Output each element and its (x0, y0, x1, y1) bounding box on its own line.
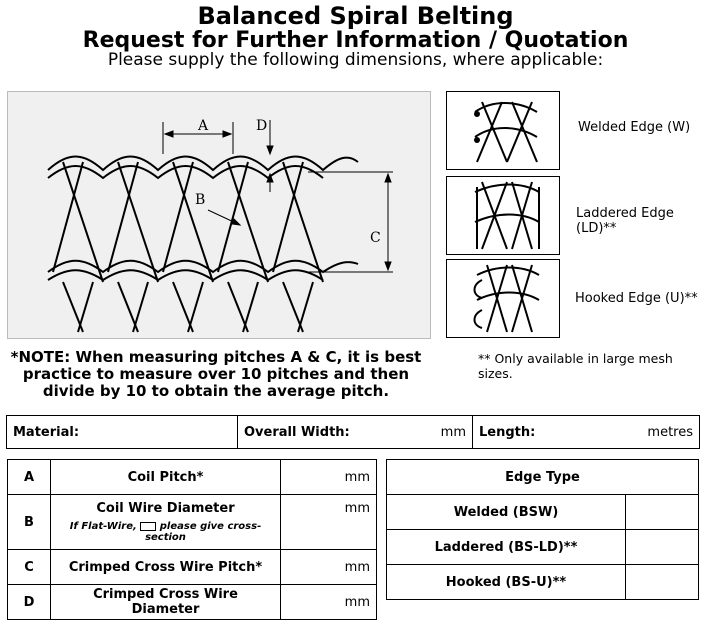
length-label: Length: (479, 424, 536, 440)
edge-label-hooked: Hooked Edge (U)** (575, 291, 698, 306)
dim-label: Coil Pitch* (50, 459, 281, 495)
table-row: Edge Type (386, 459, 699, 495)
overall-width-unit: mm (440, 424, 466, 440)
dim-label-cell: Coil Wire Diameter If Flat-Wire, please … (50, 494, 281, 550)
edge-option-welded: Welded (BSW) (386, 494, 626, 530)
page-title: Balanced Spiral Belting (197, 2, 514, 30)
length-unit: metres (647, 424, 693, 440)
dim-label-a: A (197, 118, 209, 134)
table-row: Welded (BSW) (386, 494, 699, 530)
dim-label: Crimped Cross Wire Diameter (50, 584, 281, 620)
overall-width-field[interactable]: Overall Width: mm (237, 415, 473, 449)
material-field[interactable]: Material: (6, 415, 238, 449)
measurement-note: *NOTE: When measuring pitches A & C, it … (10, 348, 422, 400)
instructions: Please supply the following dimensions, … (107, 50, 604, 70)
edge-option-laddered: Laddered (BS-LD)** (386, 529, 626, 565)
edge-type-header: Edge Type (386, 459, 699, 495)
table-row: A Coil Pitch* mm (7, 459, 377, 495)
edge-checkbox-hooked[interactable] (625, 564, 699, 600)
belt-diagram-drawing: A D B C (47, 118, 393, 333)
edge-checkbox-laddered[interactable] (625, 529, 699, 565)
overall-width-label: Overall Width: (244, 424, 350, 440)
edge-option-hooked: Hooked (BS-U)** (386, 564, 626, 600)
hooked-edge-drawing (473, 264, 540, 333)
dim-label-b: B (195, 192, 205, 208)
table-row: Hooked (BS-U)** (386, 564, 699, 600)
dim-code: C (7, 549, 51, 585)
length-field[interactable]: Length: metres (472, 415, 700, 449)
page-subtitle: Request for Further Information / Quotat… (82, 28, 629, 53)
rectangle-icon (140, 521, 157, 531)
laddered-edge-drawing (474, 181, 540, 250)
edge-label-welded: Welded Edge (W) (578, 120, 691, 135)
hooked-edge-image (446, 259, 560, 338)
dim-code: B (7, 494, 51, 550)
welded-edge-drawing (474, 101, 538, 163)
table-row: C Crimped Cross Wire Pitch* mm (7, 549, 377, 585)
flat-wire-hint-pre: If Flat-Wire, (69, 521, 137, 532)
edge-checkbox-welded[interactable] (625, 494, 699, 530)
flat-wire-hint: If Flat-Wire, please give cross-section (57, 521, 274, 543)
dim-value-a[interactable]: mm (280, 459, 377, 495)
dim-label: Crimped Cross Wire Pitch* (50, 549, 281, 585)
general-info-table: Material: Overall Width: mm Length: metr… (6, 415, 700, 449)
table-row: D Crimped Cross Wire Diameter mm (7, 584, 377, 620)
dim-value-d[interactable]: mm (280, 584, 377, 620)
table-row: Laddered (BS-LD)** (386, 529, 699, 565)
dim-code: D (7, 584, 51, 620)
dim-code: A (7, 459, 51, 495)
flat-wire-hint-post: please give cross-section (145, 521, 262, 543)
edge-label-laddered: Laddered Edge (LD)** (576, 206, 674, 236)
welded-edge-image (446, 91, 560, 170)
dim-label-d: D (256, 118, 267, 134)
belt-diagram: A D B C (7, 91, 431, 339)
table-row: B Coil Wire Diameter If Flat-Wire, pleas… (7, 494, 377, 550)
laddered-edge-image (446, 176, 560, 255)
edge-type-table: Edge Type Welded (BSW) Laddered (BS-LD)*… (386, 459, 699, 600)
dimensions-table: A Coil Pitch* mm B Coil Wire Diameter If… (7, 459, 377, 620)
mesh-size-footnote: ** Only available in large mesh sizes. (478, 351, 673, 381)
dim-value-c[interactable]: mm (280, 549, 377, 585)
dim-label-c: C (370, 230, 381, 246)
dim-value-b[interactable]: mm (280, 494, 377, 550)
dim-label: Coil Wire Diameter (96, 501, 235, 516)
